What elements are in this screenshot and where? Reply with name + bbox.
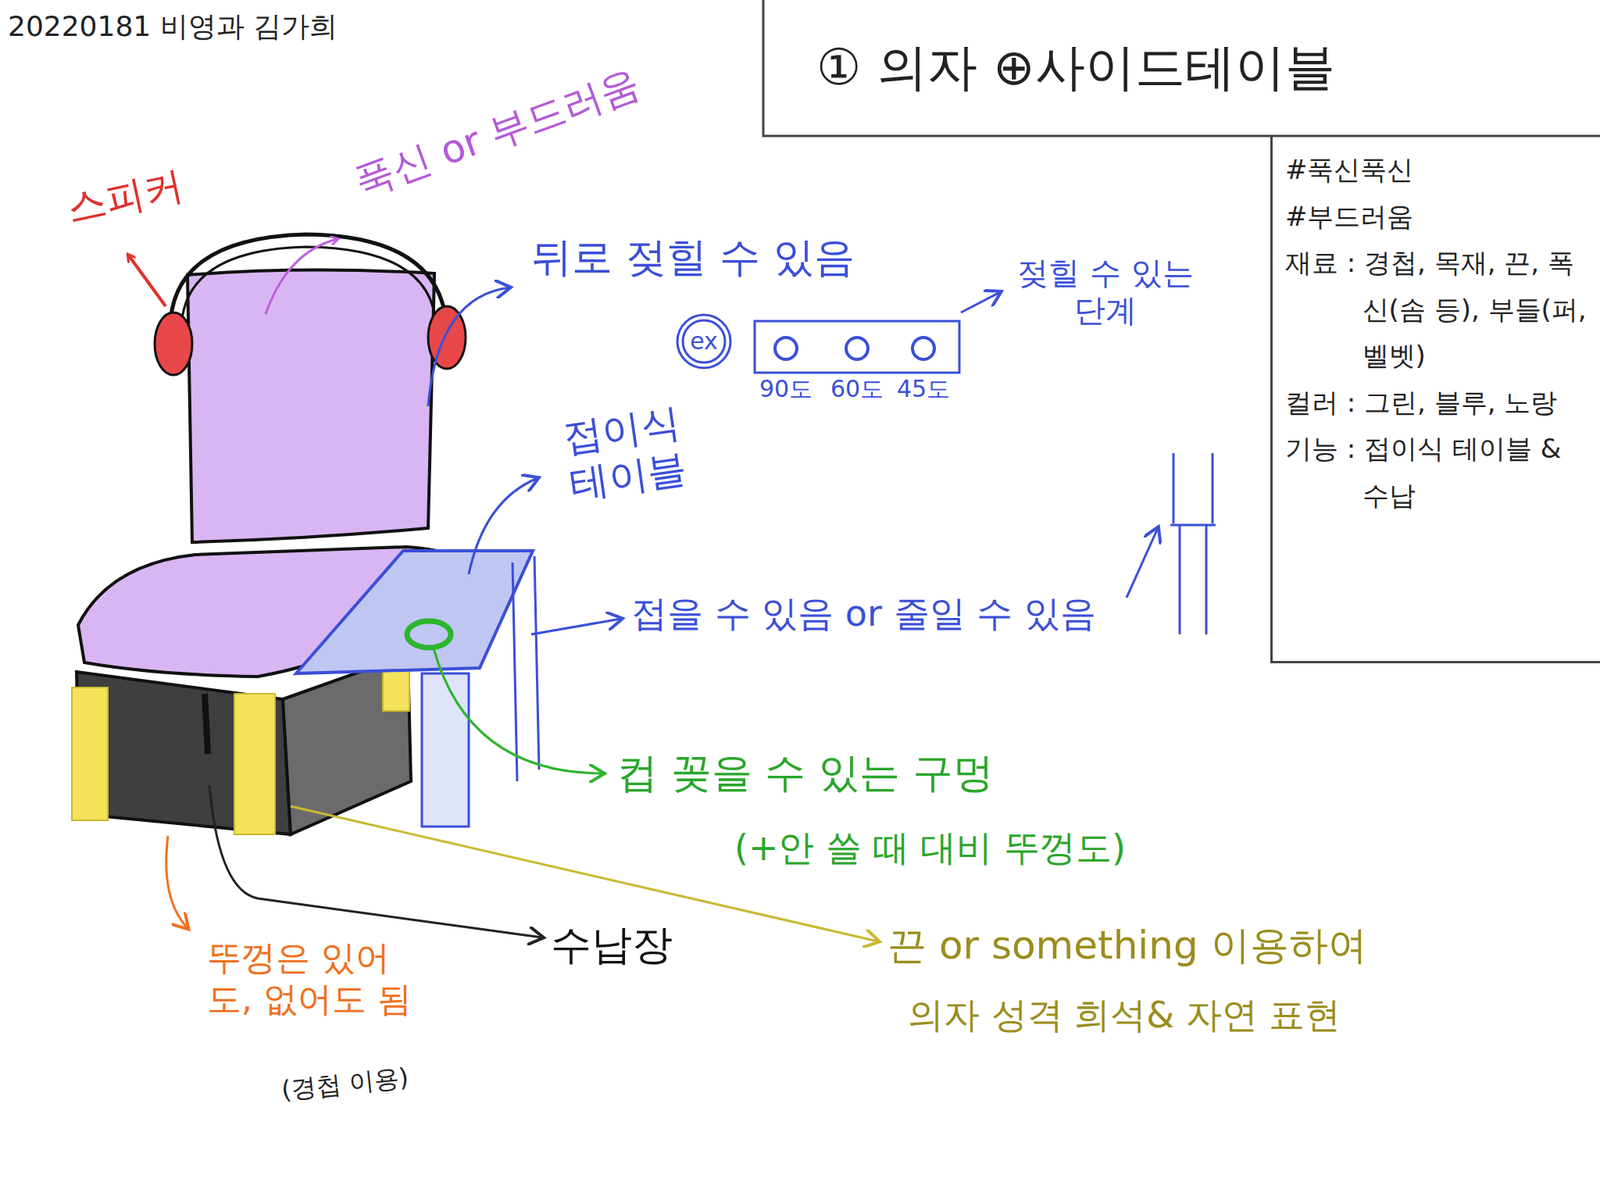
leader-line — [531, 618, 622, 635]
cup-hole — [407, 621, 451, 648]
step-box — [754, 321, 960, 373]
annotation: 끈 or something 이용하여 — [887, 921, 1368, 969]
annotation: 푹신 or 부드러움 — [348, 59, 646, 206]
annotation: 20220181 비영과 김가희 — [7, 9, 338, 43]
table-top — [296, 550, 533, 674]
annotation: 수납장 — [550, 920, 673, 969]
speaker — [154, 312, 193, 375]
annotation: (+안 쓸 때 대비 뚜껑도) — [734, 826, 1126, 870]
angle-value: 60도 — [825, 375, 889, 404]
headband — [181, 246, 436, 332]
note-box: #푹신푹신#부드러움재료 : 경첩, 목재, 끈, 폭신(솜 등), 부들(퍼,… — [1270, 135, 1600, 664]
note-line: #부드러움 — [1285, 193, 1594, 241]
table-leg — [534, 556, 540, 770]
angle-value: 90도 — [754, 375, 818, 404]
table-leg — [512, 562, 518, 782]
storage-front — [76, 671, 291, 835]
chair-back — [187, 269, 435, 543]
storage-divider — [204, 693, 208, 754]
leg — [382, 665, 410, 711]
note-line: 기능 : 접이식 테이블 & 수납 — [1285, 425, 1594, 519]
annotation: 접을 수 있음 or 줄일 수 있음 — [631, 592, 1097, 636]
leader-line — [960, 292, 1000, 313]
leg — [71, 687, 108, 821]
leader-line — [468, 478, 538, 575]
annotation: 의자 성격 희석& 자연 표현 — [907, 993, 1341, 1037]
speaker — [428, 306, 466, 369]
step-dot — [846, 337, 868, 360]
annotation: 컵 꽂을 수 있는 구멍 — [617, 748, 994, 797]
leader-line — [433, 648, 604, 774]
note-line: 재료 : 경첩, 목재, 끈, 폭신(솜 등), 부들(퍼, 벨벳) — [1285, 239, 1594, 380]
annotation: 젖힐 수 있는 단계 — [1007, 253, 1204, 329]
leader-line — [128, 254, 166, 307]
leg-sketch — [1170, 453, 1216, 635]
headband — [170, 234, 447, 336]
annotation: 뚜껑은 있어도, 없어도 됨 — [207, 937, 414, 1021]
note-line: #푹신푹신 — [1285, 146, 1594, 194]
title-frame — [763, 0, 1600, 136]
storage-side — [282, 654, 411, 835]
leg — [234, 693, 275, 835]
annotation: 접이식 테이블 — [545, 396, 706, 510]
leader-line — [265, 239, 338, 315]
diagram-title: ① 의자 ⊕사이드테이블 — [816, 37, 1336, 98]
annotation: 뒤로 젖힐 수 있음 — [531, 232, 855, 282]
annotation: 스피커 — [62, 161, 187, 233]
leader-line — [1126, 528, 1158, 598]
example-circle — [677, 314, 731, 368]
annotation: (경첩 이용) — [279, 1062, 410, 1106]
table-leg — [421, 673, 469, 827]
leader-line — [209, 785, 543, 938]
leader-line — [428, 287, 510, 407]
example-mark: ex — [678, 315, 730, 368]
leader-line — [166, 835, 188, 929]
angle-value: 45도 — [892, 375, 955, 404]
step-dot — [775, 337, 797, 360]
note-line: 컬러 : 그린, 블루, 노랑 — [1285, 379, 1594, 427]
step-dot — [912, 337, 935, 360]
